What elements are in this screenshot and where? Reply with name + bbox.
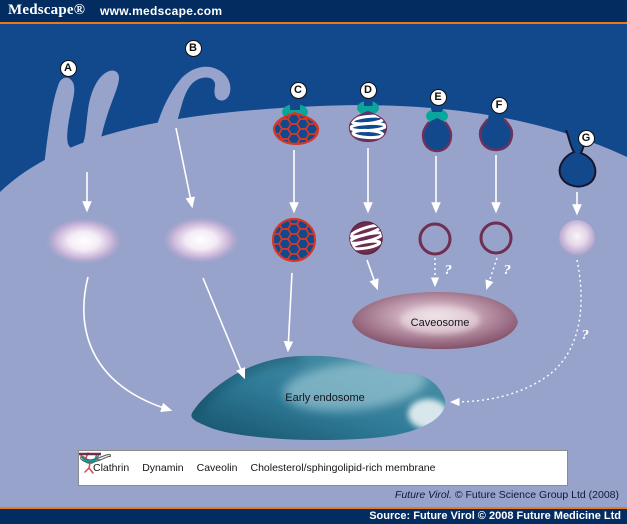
pathway-label-g: G (577, 129, 595, 147)
diagram-area: A B C D E F G Caveosome Early endosome ?… (0, 24, 627, 507)
pathway-label-e: E (429, 88, 447, 106)
caveosome (352, 292, 518, 350)
dynamin-collar (426, 109, 448, 123)
question-mark-g: ? (581, 328, 589, 342)
header-url: www.medscape.com (100, 4, 223, 18)
endocytosis-diagram (0, 24, 627, 507)
question-mark-e: ? (444, 263, 452, 277)
credit-journal: Future Virol. (394, 489, 452, 501)
pathway-label-c: C (289, 81, 307, 99)
pathway-f-pit (478, 104, 514, 152)
pathway-b-membrane-hook (146, 66, 231, 178)
legend-item-membrane: Cholesterol/sphingolipid-rich membrane (79, 452, 448, 474)
trafficking-arrows (83, 259, 379, 412)
caveolin-icon (80, 453, 111, 463)
vesicle-g (559, 220, 595, 256)
header-bar: Medscape® www.medscape.com (0, 0, 627, 22)
legend-label: Cholesterol/sphingolipid-rich membrane (250, 462, 436, 474)
pathway-label-b: B (184, 39, 202, 57)
credit-text: © Future Science Group Ltd (2008) (451, 489, 619, 501)
legend-box: Clathrin Dynamin Caveolin (78, 450, 568, 486)
pathway-d-caveolin-pit (348, 92, 388, 143)
clathrin-coat (272, 111, 320, 146)
pathway-c-clathrin-pit (272, 92, 320, 146)
dynamin-collar (357, 101, 379, 115)
source-attribution: Source: Future Virol © 2008 Future Medic… (369, 510, 621, 522)
footer-accent-line (0, 507, 627, 509)
credit-line: Future Virol. © Future Science Group Ltd… (395, 489, 619, 501)
legend-label: Dynamin (142, 462, 184, 474)
clathrin-coated-vesicle (271, 217, 317, 263)
early-endosome (191, 355, 446, 440)
cell-membrane-dome (0, 105, 627, 507)
caveosome-label: Caveosome (410, 317, 470, 329)
uncoated-vesicle-f (479, 221, 513, 255)
header-accent-line (0, 22, 627, 24)
uncertain-route-arrows (430, 257, 582, 407)
pathway-label-d: D (359, 81, 377, 99)
internalization-arrows (82, 127, 582, 216)
macropinosome-b (163, 217, 239, 263)
footer-bar: Source: Future Virol © 2008 Future Medic… (0, 509, 627, 524)
pathway-label-a: A (59, 59, 77, 77)
lipid-raft-membrane (478, 118, 514, 152)
early-endosome-label: Early endosome (285, 392, 365, 404)
legend-item-dynamin: Dynamin (80, 453, 196, 474)
lipid-raft-membrane (421, 121, 453, 153)
flask-outline (558, 129, 597, 188)
legend-label: Caveolin (196, 462, 238, 474)
membrane-icon (79, 452, 101, 456)
pathway-g-invagination (558, 129, 597, 188)
legend-item-caveolin: Caveolin (80, 453, 251, 474)
macropinosome-a (46, 218, 122, 264)
legend-label: Clathrin (93, 462, 130, 474)
medscape-logo: Medscape® (8, 2, 86, 18)
caveolin-vesicle (349, 221, 383, 255)
uncoated-vesicle-e (418, 222, 452, 256)
pathway-label-f: F (490, 96, 508, 114)
pathway-a-membrane-ruffle (44, 70, 119, 174)
question-mark-f: ? (503, 263, 511, 277)
